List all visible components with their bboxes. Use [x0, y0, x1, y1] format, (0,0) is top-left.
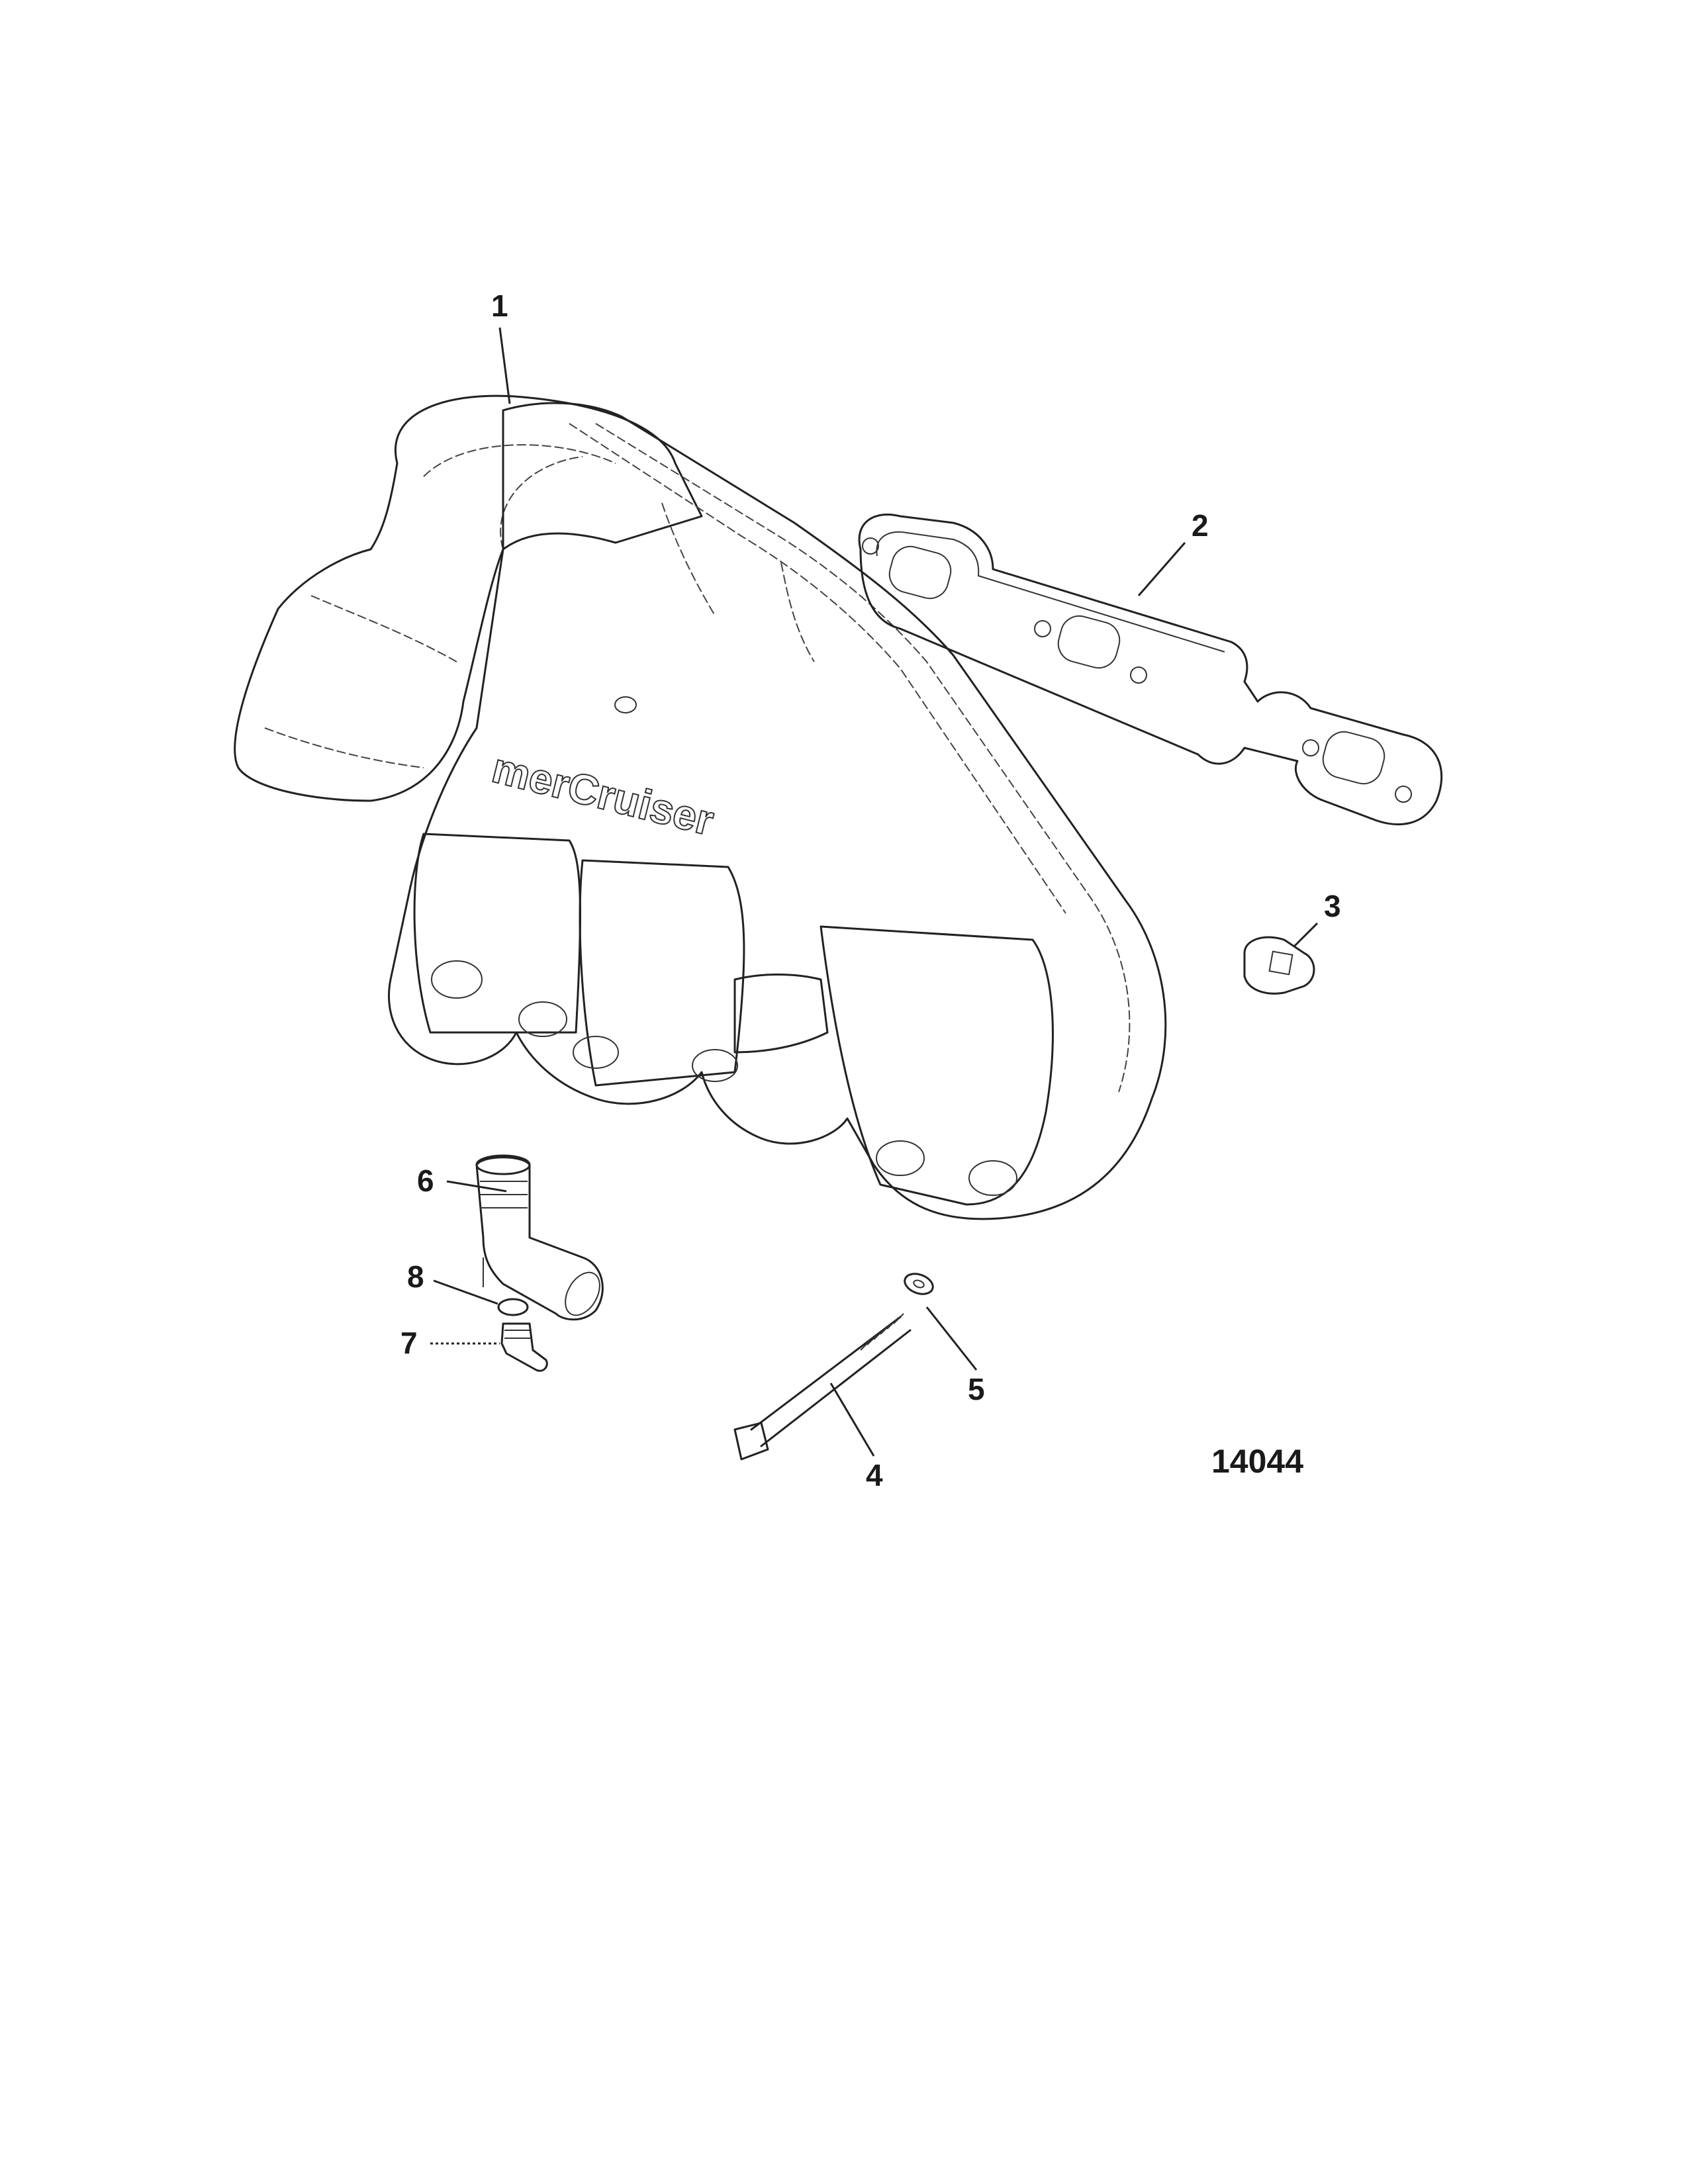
callout-8: 8	[407, 1259, 424, 1294]
gasket	[858, 513, 1443, 825]
exhaust-manifold: merCruiser	[234, 394, 1167, 1220]
callout-1: 1	[491, 289, 508, 323]
callout-labels: 1 2 3 4 5 6 7 8	[400, 289, 1341, 1492]
leader-4	[829, 1383, 875, 1457]
figure-number: 14044	[1211, 1443, 1303, 1480]
bolt	[733, 1313, 912, 1461]
leader-8	[433, 1279, 498, 1305]
leader-3	[1293, 922, 1319, 948]
manifold-logo: merCruiser	[488, 744, 719, 844]
leader-5	[925, 1306, 978, 1371]
leader-lines	[430, 327, 1319, 1457]
callout-2: 2	[1192, 508, 1209, 543]
callout-3: 3	[1324, 889, 1341, 923]
drain-plug	[500, 1322, 548, 1372]
washer	[904, 1273, 934, 1295]
callout-6: 6	[417, 1163, 434, 1198]
o-ring	[497, 1298, 529, 1316]
plug	[1243, 936, 1315, 995]
callout-5: 5	[968, 1372, 985, 1406]
leader-2	[1137, 542, 1186, 596]
leader-1	[498, 327, 511, 404]
callout-7: 7	[400, 1326, 418, 1360]
callout-4: 4	[866, 1458, 883, 1492]
leader-6	[446, 1180, 507, 1193]
elbow-fitting	[475, 1154, 604, 1321]
